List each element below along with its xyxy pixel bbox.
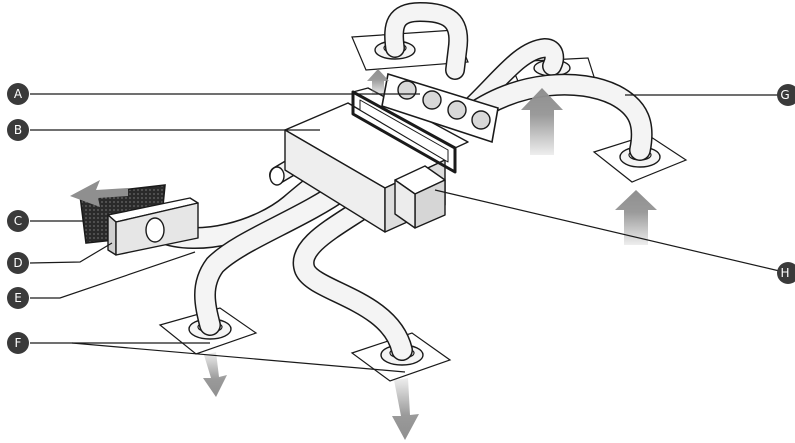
leader-line-e <box>30 252 195 298</box>
svg-text:E: E <box>14 291 22 305</box>
svg-text:H: H <box>780 266 789 280</box>
callout-a: A <box>7 83 29 105</box>
svg-text:G: G <box>780 88 789 102</box>
airflow-arrow-down-right <box>392 378 419 440</box>
leader-line-h <box>435 190 788 273</box>
callout-b: B <box>7 119 29 141</box>
svg-text:A: A <box>14 87 23 101</box>
svg-text:B: B <box>14 123 22 137</box>
svg-text:C: C <box>14 214 22 228</box>
callout-f: F <box>7 332 29 354</box>
svg-text:D: D <box>13 256 22 270</box>
callout-g: G <box>777 84 795 106</box>
leader-line-f-2 <box>72 343 405 372</box>
callout-d: D <box>7 252 29 274</box>
callout-e: E <box>7 287 29 309</box>
callout-c: C <box>7 210 29 232</box>
callout-h: H <box>777 262 795 284</box>
leader-line-d <box>30 243 112 263</box>
svg-text:F: F <box>15 336 22 350</box>
airflow-arrow-down-left <box>203 352 227 397</box>
